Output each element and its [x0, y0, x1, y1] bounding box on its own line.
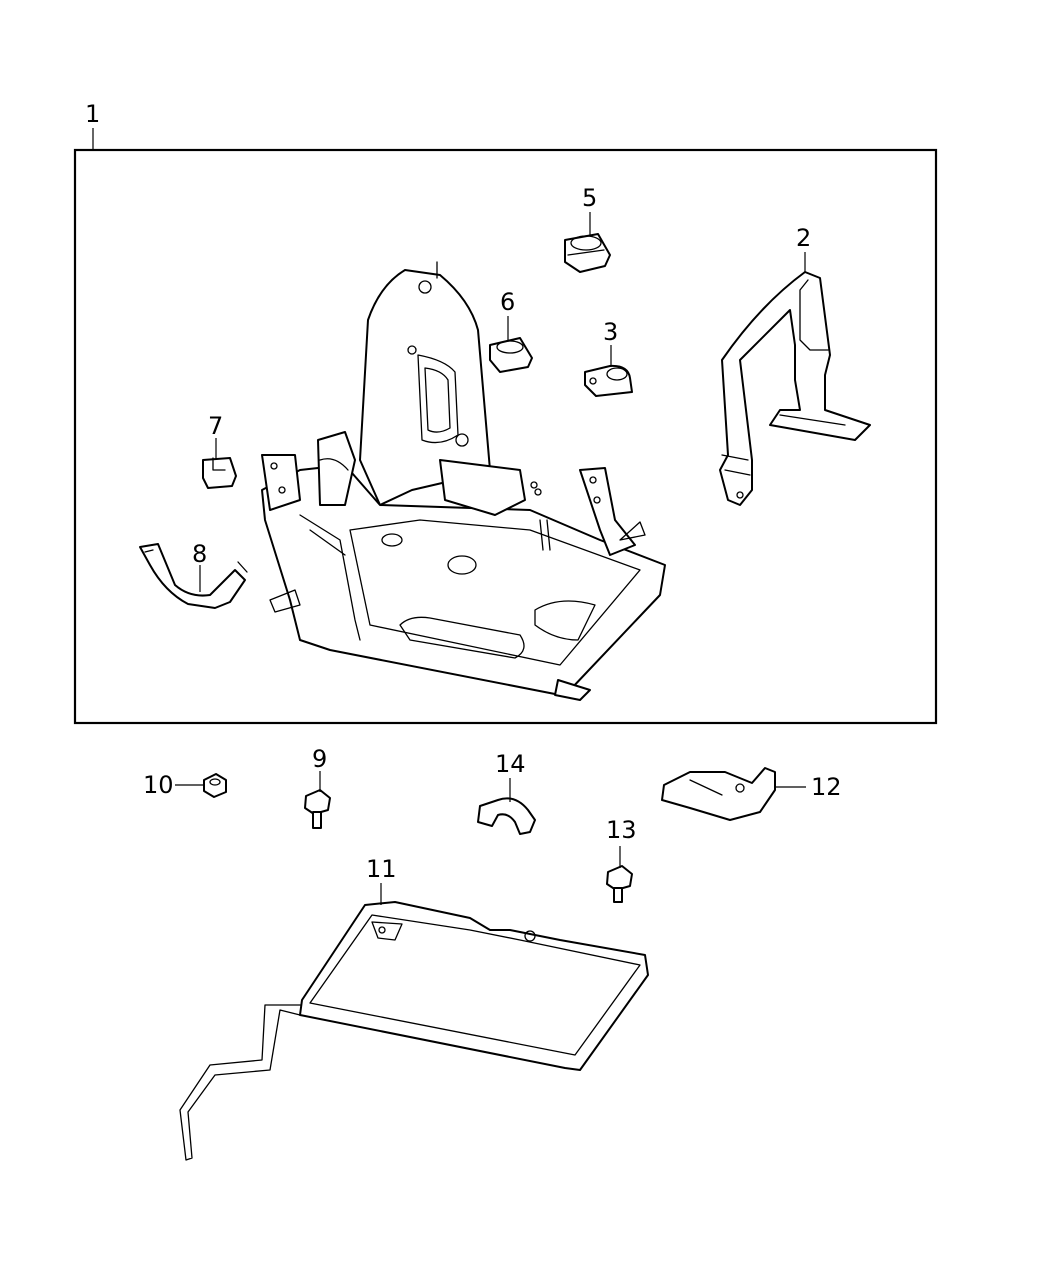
wire-bracket[interactable]	[139, 543, 248, 609]
battery-tray-assembly[interactable]	[261, 261, 666, 701]
callout-3[interactable]: 3	[603, 318, 618, 346]
callout-8[interactable]: 8	[192, 540, 207, 568]
bolt-9[interactable]	[304, 789, 331, 829]
callout-7[interactable]: 7	[208, 412, 223, 440]
callout-1[interactable]: 1	[85, 100, 100, 128]
callout-11[interactable]: 11	[366, 855, 397, 883]
callout-10[interactable]: 10	[143, 771, 174, 799]
assembly-frame	[73, 148, 938, 725]
cable-clip-5[interactable]	[564, 233, 611, 273]
retainer-clip[interactable]	[584, 364, 633, 397]
callout-9[interactable]: 9	[312, 745, 327, 773]
callout-14[interactable]: 14	[495, 750, 526, 778]
callout-13[interactable]: 13	[606, 816, 637, 844]
connector-clip[interactable]	[202, 457, 237, 489]
callout-12[interactable]: 12	[811, 773, 842, 801]
battery-tray[interactable]	[179, 901, 649, 1161]
hold-down-strap[interactable]	[719, 271, 871, 506]
cable-clip-6[interactable]	[489, 337, 533, 373]
callout-2[interactable]: 2	[796, 224, 811, 252]
support-bracket[interactable]	[661, 767, 776, 821]
bolt-13[interactable]	[606, 865, 633, 903]
callout-5[interactable]: 5	[582, 184, 597, 212]
callout-6[interactable]: 6	[500, 288, 515, 316]
nut-10[interactable]	[203, 773, 227, 798]
hose-clip[interactable]	[477, 797, 536, 835]
